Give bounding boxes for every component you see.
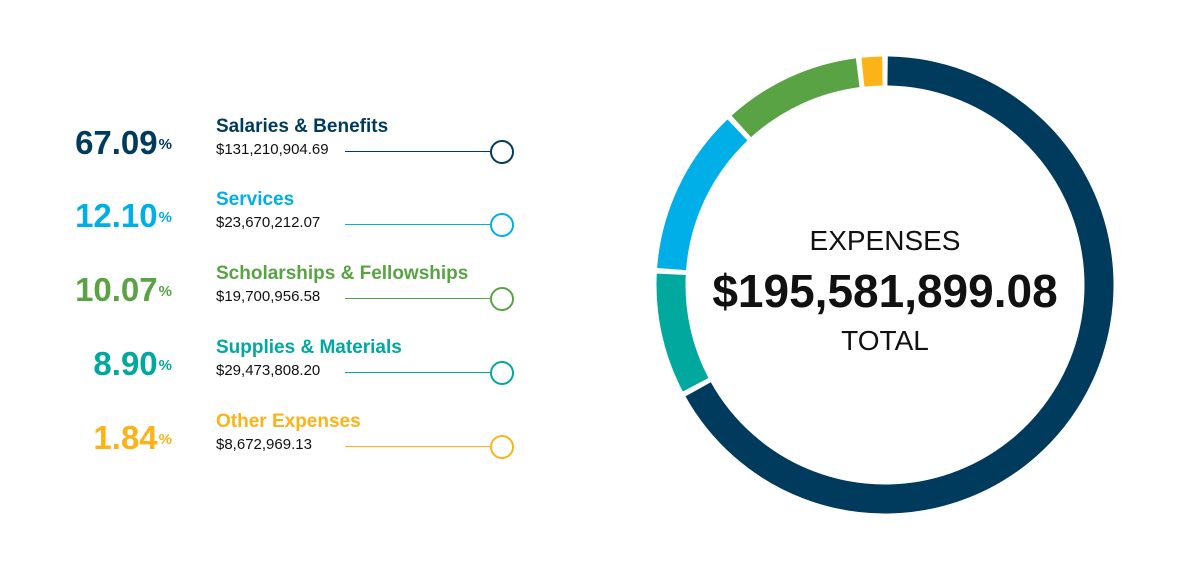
percent-symbol: % xyxy=(158,357,172,374)
donut-slice-scholarships-and-fellowships xyxy=(731,58,860,138)
legend-connector-line xyxy=(345,224,490,225)
legend: 67.09% Salaries & Benefits $131,210,904.69… xyxy=(0,0,560,571)
legend-amount: $19,700,956.58 xyxy=(216,288,321,305)
percent-symbol: % xyxy=(158,283,172,300)
legend-percent: 8.90% xyxy=(93,346,172,382)
legend-marker-circle xyxy=(490,213,514,237)
donut-slice-supplies-and-materials xyxy=(656,273,709,392)
legend-percent: 1.84% xyxy=(93,420,172,456)
legend-percent-value: 10.07 xyxy=(75,271,158,308)
legend-percent: 67.09% xyxy=(75,125,172,161)
legend-label: Salaries & Benefits xyxy=(216,116,389,137)
legend-row-scholarships-and-fellowships: 10.07% Scholarships & Fellowships $19,700,… xyxy=(0,264,560,332)
legend-percent-value: 67.09 xyxy=(75,124,158,161)
donut-slice-salaries-and-benefits xyxy=(685,56,1114,514)
legend-label: Services xyxy=(216,189,295,210)
center-total-value: $195,581,899.08 xyxy=(712,265,1058,317)
legend-connector-line xyxy=(345,446,490,447)
legend-amount: $8,672,969.13 xyxy=(216,436,312,453)
legend-marker-circle xyxy=(490,361,514,385)
legend-percent-value: 12.10 xyxy=(75,197,158,234)
legend-percent: 12.10% xyxy=(75,198,172,234)
legend-amount: $23,670,212.07 xyxy=(216,214,321,231)
legend-row-other-expenses: 1.84% Other Expenses $8,672,969.13 xyxy=(0,412,560,480)
legend-row-salaries-and-benefits: 67.09% Salaries & Benefits $131,210,904.69 xyxy=(0,117,560,185)
legend-percent: 10.07% xyxy=(75,272,172,308)
center-top-label: EXPENSES xyxy=(809,225,961,256)
donut-slice-other-expenses xyxy=(861,56,883,87)
center-bottom-label: TOTAL xyxy=(841,325,929,356)
legend-marker-circle xyxy=(490,140,514,164)
percent-symbol: % xyxy=(158,136,172,153)
legend-connector-line xyxy=(345,151,490,152)
legend-marker-circle xyxy=(490,435,514,459)
percent-symbol: % xyxy=(158,209,172,226)
legend-row-supplies-and-materials: 8.90% Supplies & Materials $29,473,808.20 xyxy=(0,338,560,406)
legend-amount: $131,210,904.69 xyxy=(216,141,329,158)
donut-slice-services xyxy=(657,119,748,271)
legend-connector-line xyxy=(345,372,490,373)
legend-percent-value: 1.84 xyxy=(93,419,158,456)
legend-row-services: 12.10% Services $23,670,212.07 xyxy=(0,190,560,258)
legend-marker-circle xyxy=(490,287,514,311)
legend-percent-value: 8.90 xyxy=(93,345,158,382)
percent-symbol: % xyxy=(158,431,172,448)
legend-label: Scholarships & Fellowships xyxy=(216,263,469,284)
legend-label: Supplies & Materials xyxy=(216,337,402,358)
legend-connector-line xyxy=(345,298,490,299)
legend-amount: $29,473,808.20 xyxy=(216,362,321,379)
legend-label: Other Expenses xyxy=(216,411,361,432)
